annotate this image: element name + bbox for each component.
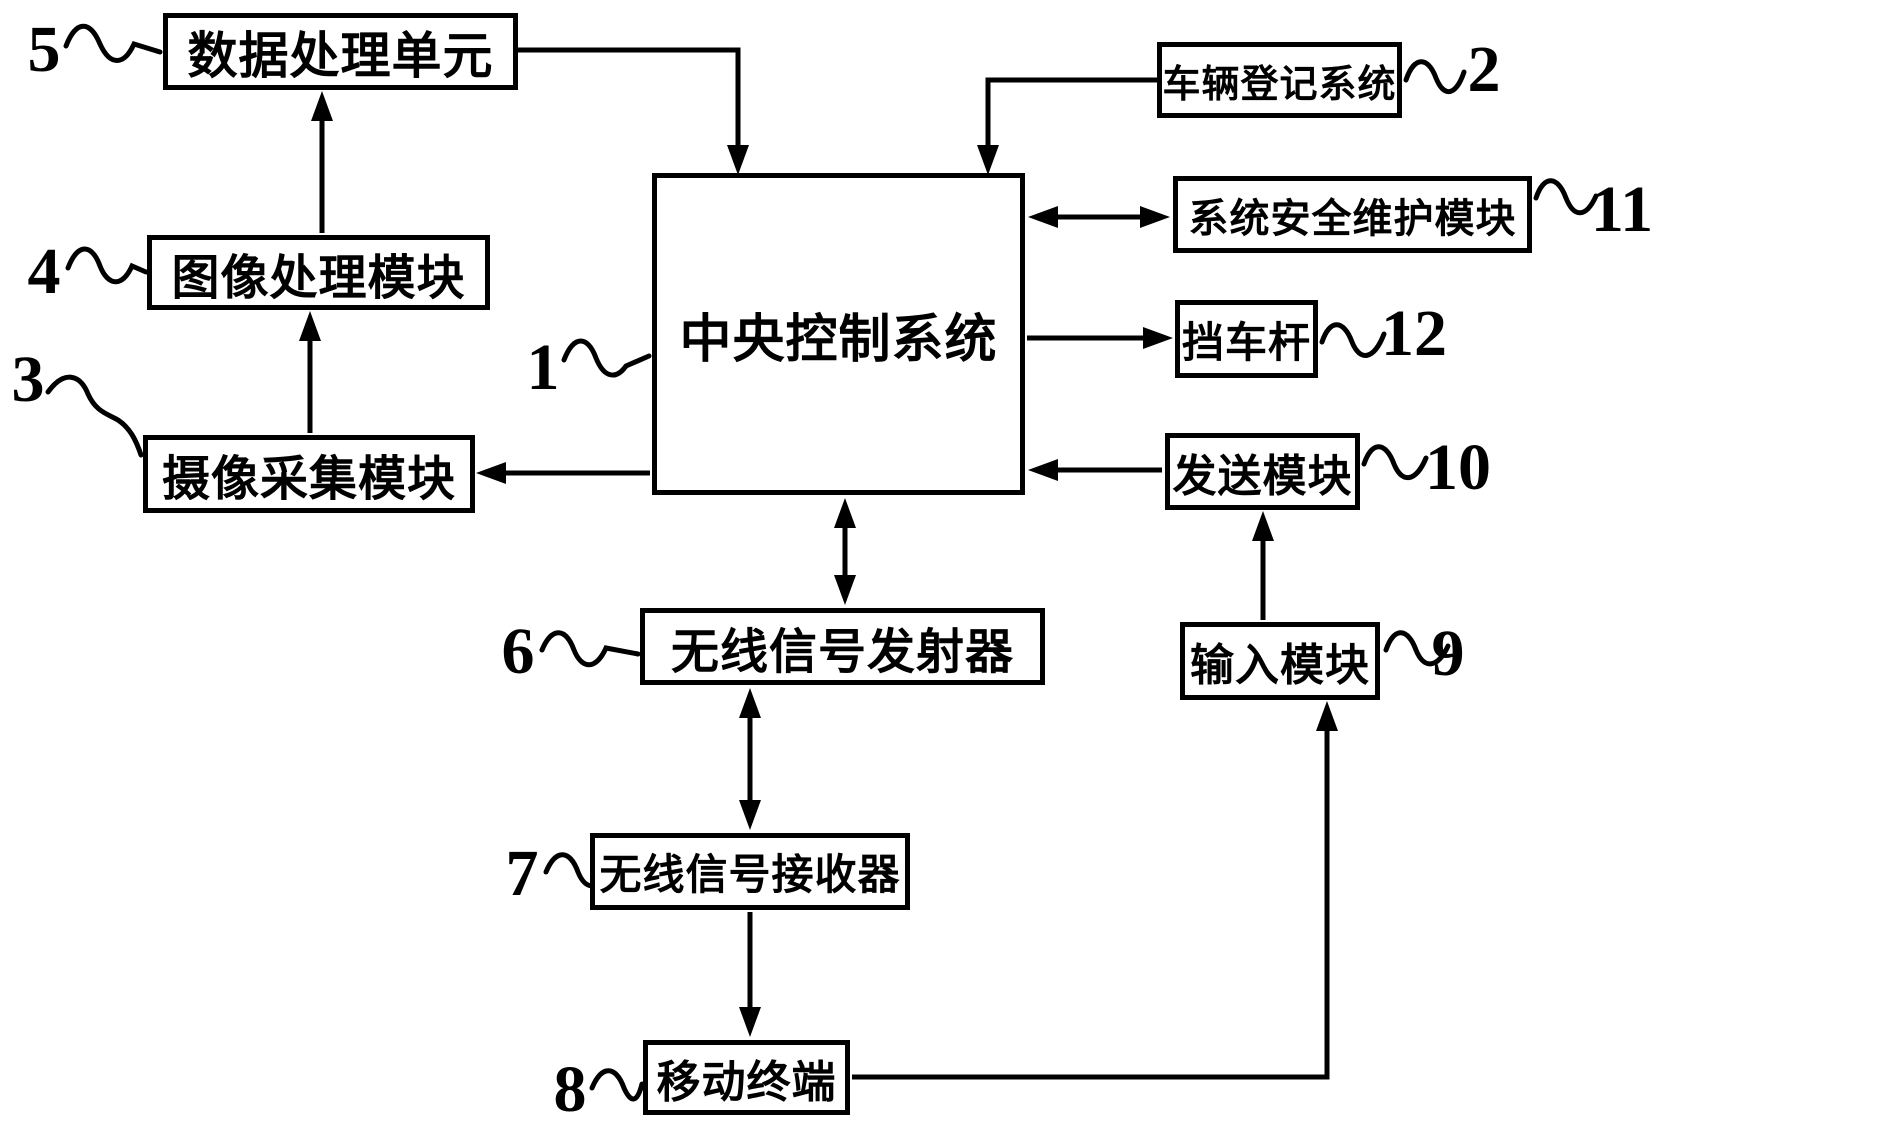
node-system-security-maintenance-module: 系统安全维护模块 <box>1173 176 1532 253</box>
ref-number-6: 6 <box>501 615 535 688</box>
ref-number-7: 7 <box>505 837 539 910</box>
leader-squiggle-12 <box>1319 322 1387 358</box>
leader-squiggle-10 <box>1361 444 1429 480</box>
connector-central-control-wireless-transmitter-bidirectional <box>834 498 856 605</box>
leader-squiggle-8 <box>589 1068 645 1102</box>
leader-squiggle-9 <box>1383 630 1451 667</box>
node-label: 车辆登记系统 <box>1162 63 1397 106</box>
ref-number-5: 5 <box>27 13 61 86</box>
connector-wireless-transmitter-wireless-receiver-bidirectional <box>739 688 761 830</box>
node-label: 摄像采集模块 <box>161 453 456 506</box>
connector-central-control-to-camera-capture <box>476 462 650 484</box>
ref-number-8: 8 <box>553 1053 587 1126</box>
node-label: 无线信号发射器 <box>670 625 1014 679</box>
connector-input-module-to-sending-module <box>1252 511 1274 620</box>
ref-number-1: 1 <box>526 331 560 404</box>
connector-image-processing-to-data-processing <box>311 91 333 233</box>
connector-vehicle-registration-to-central-control <box>977 77 1157 175</box>
leader-squiggle-11 <box>1533 178 1599 216</box>
node-label: 系统安全维护模块 <box>1188 196 1517 241</box>
node-sending-module: 发送模块 <box>1165 433 1360 510</box>
ref-number-10: 10 <box>1425 431 1491 504</box>
connector-data-processing-to-central-control <box>518 47 749 175</box>
node-wireless-signal-receiver: 无线信号接收器 <box>590 833 910 910</box>
node-data-processing-unit: 数据处理单元 <box>163 13 518 90</box>
ref-number-9: 9 <box>1431 617 1465 690</box>
leader-squiggle-1 <box>561 338 652 378</box>
node-wireless-signal-transmitter: 无线信号发射器 <box>640 608 1045 685</box>
ref-number-3: 3 <box>11 343 45 416</box>
node-camera-capture-module: 摄像采集模块 <box>143 435 475 513</box>
connector-sending-module-to-central-control <box>1028 459 1162 481</box>
node-label: 移动终端 <box>656 1057 837 1107</box>
leader-squiggle-5 <box>63 23 163 63</box>
ref-number-2: 2 <box>1467 33 1501 106</box>
ref-number-4: 4 <box>27 235 61 308</box>
node-label: 数据处理单元 <box>187 27 494 84</box>
leader-squiggle-6 <box>539 630 641 668</box>
node-vehicle-registration-system: 车辆登记系统 <box>1157 42 1402 118</box>
node-label: 输入模块 <box>1190 641 1370 690</box>
node-label: 挡车杆 <box>1181 318 1311 366</box>
connector-mobile-terminal-to-input-module <box>852 701 1338 1080</box>
node-label: 无线信号接收器 <box>599 851 901 898</box>
node-input-module: 输入模块 <box>1180 622 1380 700</box>
connector-wireless-receiver-to-mobile-terminal <box>739 912 761 1037</box>
leader-squiggle-3 <box>45 374 144 458</box>
node-label: 图像处理模块 <box>171 251 466 305</box>
connector-camera-capture-to-image-processing <box>299 311 321 433</box>
node-label: 中央控制系统 <box>679 310 998 369</box>
ref-number-12: 12 <box>1381 297 1447 370</box>
connector-central-control-security-maintenance-bidirectional <box>1028 206 1170 228</box>
node-barrier-gate-bar: 挡车杆 <box>1175 300 1318 378</box>
leader-squiggle-4 <box>65 246 149 285</box>
node-label: 发送模块 <box>1172 451 1353 501</box>
node-mobile-terminal: 移动终端 <box>643 1040 850 1115</box>
ref-number-11: 11 <box>1590 173 1654 246</box>
node-image-processing-module: 图像处理模块 <box>147 235 490 310</box>
node-central-control-system: 中央控制系统 <box>652 173 1025 495</box>
leader-squiggle-2 <box>1403 59 1467 94</box>
connector-central-control-to-barrier-gate <box>1027 327 1173 349</box>
